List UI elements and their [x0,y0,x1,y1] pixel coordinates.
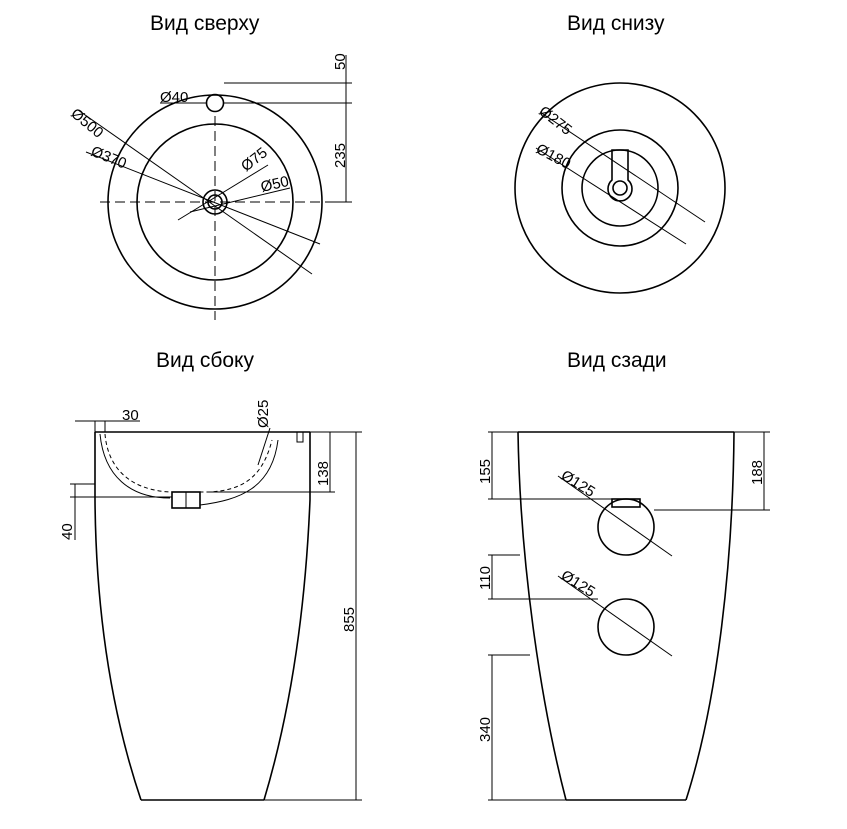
base-ring-circle [561,129,679,247]
label-d500: Ø500 [67,105,106,142]
label-d275: Ø275 [536,103,575,139]
back-view: 155 188 Ø125 110 Ø125 340 [477,431,770,801]
leader-d180 [535,147,687,245]
left-body-outline [94,432,142,801]
leader-d50 [189,187,291,213]
title-bottom-view: Вид снизу [567,12,665,35]
outer-base-circle [514,82,726,294]
title-top-view: Вид сверху [150,12,260,35]
upper-hole-fitting [611,498,641,508]
back-right-outline [685,431,735,801]
base-inner-circle [581,149,659,227]
label-h40: 40 [59,523,76,540]
overflow-slot [296,431,304,443]
leader-d25 [257,427,271,466]
label-d125-upper: Ø125 [558,467,598,501]
label-h188: 188 [749,460,766,485]
leader-d125-upper [557,475,673,557]
label-h138: 138 [315,461,332,486]
bowl-outline [104,433,273,493]
label-h110: 110 [477,566,494,590]
label-w30: 30 [122,407,139,424]
leader-d370 [85,151,321,245]
label-h855: 855 [341,607,358,632]
side-view: 30 Ø25 138 40 855 [59,400,362,801]
leader-d275 [539,111,706,223]
drain-slot-outline [607,149,633,202]
label-h235: 235 [332,143,349,168]
label-h340: 340 [477,717,494,742]
label-d125-lower: Ø125 [558,567,598,601]
label-d180: Ø180 [533,141,573,173]
back-left-outline [517,431,567,801]
bowl-outer-wall [99,433,171,499]
right-body-outline [263,432,311,801]
title-back-view: Вид сзади [567,349,667,372]
label-d75: Ø75 [238,144,271,175]
title-side-view: Вид сбоку [156,349,254,372]
label-h155: 155 [477,459,494,484]
leader-d500 [77,109,313,275]
lower-back-hole [597,598,655,656]
overflow-channel [199,439,279,506]
label-h50: 50 [332,53,349,70]
top-view: Ø500 Ø370 Ø40 Ø75 Ø50 50 235 [67,53,352,320]
label-d50: Ø50 [259,173,290,196]
bottom-view: Ø275 Ø180 [514,82,726,294]
label-d25: Ø25 [255,400,272,428]
leader-d125-lower [557,575,673,657]
tap-hole-circle [205,93,225,113]
label-d40: Ø40 [160,89,188,106]
drain-slot-hole [612,180,628,196]
